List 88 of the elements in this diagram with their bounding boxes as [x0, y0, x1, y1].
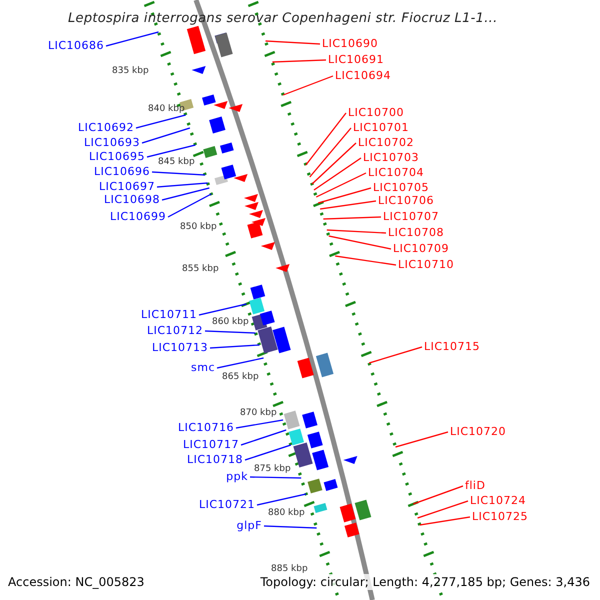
gene-label: LIC10702: [358, 135, 414, 151]
gene-label: LIC10721: [198, 497, 255, 513]
leader-line: [368, 346, 422, 364]
gene-label: LIC10690: [322, 36, 378, 52]
leader-line: [204, 330, 256, 334]
leader-line: [312, 142, 356, 184]
gene-label: LIC10705: [373, 180, 430, 196]
gene-label: LIC10693: [84, 135, 140, 151]
gene-label: LIC10725: [472, 509, 528, 525]
leader-line: [320, 200, 376, 210]
gene-label: LIC10713: [152, 340, 208, 356]
gene-label: LIC10694: [335, 68, 392, 84]
position-label: 855 kbp: [182, 264, 219, 274]
gene-label: LIC10708: [388, 225, 444, 241]
gene-label: LIC10717: [182, 437, 239, 453]
leader-line: [136, 114, 186, 129]
gene-label: LIC10707: [383, 209, 440, 225]
gene-label: ppk: [226, 469, 248, 485]
position-label: 870 kbp: [240, 408, 277, 418]
diagram-title: Leptospira interrogans serovar Copenhageni str. Fiocruz L1-1...: [68, 10, 498, 28]
leader-line: [316, 172, 366, 198]
gene-label: LIC10712: [146, 323, 203, 339]
leader-line: [318, 187, 372, 204]
gene-label: smc: [191, 360, 215, 376]
leader-line: [420, 516, 470, 526]
leader-line: [413, 485, 464, 505]
position-label: 835 kbp: [112, 66, 149, 76]
leader-line: [256, 493, 306, 506]
gene-label: LIC10709: [393, 241, 450, 257]
gene-label: LIC10692: [78, 120, 134, 136]
gene-label: LIC10691: [328, 52, 384, 68]
leader-line: [216, 357, 264, 369]
gene-label: LIC10706: [378, 193, 434, 209]
leader-line: [326, 229, 386, 234]
gene-label: LIC10718: [186, 452, 243, 468]
leader-line: [156, 182, 208, 188]
leader-line: [328, 235, 392, 250]
leader-line: [152, 171, 206, 176]
gene-label: LIC10724: [470, 493, 526, 509]
leader-line: [198, 303, 247, 316]
gene-label: LIC10686: [48, 38, 104, 54]
leader-line: [168, 193, 212, 218]
genome-info-text: Topology: circular; Length: 4,277,185 bp; Genes: 3,436: [260, 574, 590, 590]
leader-line: [264, 525, 317, 529]
position-label: 860 kbp: [212, 317, 249, 327]
leader-line: [417, 500, 468, 519]
leader-line: [314, 158, 362, 190]
gene-label: glpF: [236, 518, 262, 534]
gene-label: LIC10696: [94, 164, 150, 180]
leader-line: [236, 419, 284, 429]
leader-line: [395, 431, 448, 448]
position-label: 850 kbp: [180, 222, 217, 232]
leader-line: [309, 128, 352, 178]
leader-line: [106, 31, 159, 47]
gene-label: fliD: [465, 478, 486, 494]
gene-label: LIC10700: [348, 105, 404, 121]
accession-text: Accession: NC_005823: [8, 574, 144, 590]
leader-line: [244, 444, 292, 461]
gene-label: LIC10710: [398, 257, 454, 273]
gene-label: LIC10703: [363, 150, 420, 166]
position-label: 885 kbp: [271, 564, 308, 574]
position-label: 875 kbp: [254, 464, 291, 474]
gene-label: LIC10697: [98, 179, 155, 195]
leader-line: [272, 59, 326, 63]
gene-label: LIC10695: [88, 149, 145, 165]
position-label: 865 kbp: [222, 372, 259, 382]
gene-label: LIC10704: [368, 165, 424, 181]
leader-line: [305, 112, 346, 166]
leader-line: [162, 187, 210, 201]
gene-label: LIC10699: [110, 209, 166, 225]
leader-line: [250, 476, 302, 479]
gene-label: LIC10716: [178, 420, 234, 436]
gene-label: LIC10698: [104, 192, 160, 208]
leader-line: [240, 429, 286, 446]
gene-label: LIC10720: [450, 424, 506, 440]
position-label: 880 kbp: [268, 508, 305, 518]
gene-label: LIC10715: [424, 339, 480, 355]
leader-line: [210, 344, 260, 349]
leader-line: [335, 255, 396, 266]
leader-line: [282, 75, 334, 96]
leader-line: [323, 216, 382, 220]
gene-label: LIC10711: [140, 307, 197, 323]
leader-line: [146, 144, 196, 158]
leader-line: [142, 127, 190, 144]
position-label: 845 kbp: [158, 157, 195, 167]
position-label: 840 kbp: [148, 104, 185, 114]
gene-label: LIC10701: [353, 120, 410, 136]
leader-line: [265, 40, 320, 45]
